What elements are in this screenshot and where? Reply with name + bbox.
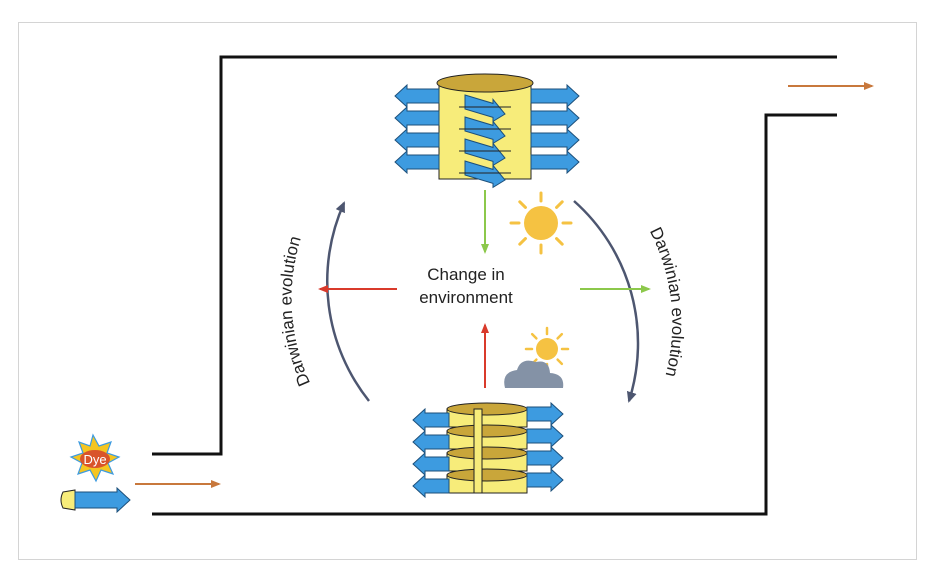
top-left-strand xyxy=(394,83,440,109)
top-front-strand xyxy=(464,138,506,167)
top-front-strand xyxy=(464,160,506,189)
small-sun-disc xyxy=(536,338,558,360)
top-right-strand xyxy=(530,127,580,153)
bottom-ring-rim xyxy=(446,468,528,482)
bottom-ring-rim xyxy=(446,446,528,460)
bottom-left-strand xyxy=(412,473,450,499)
bottom-assembly xyxy=(412,401,564,499)
small-sun-ray xyxy=(556,358,564,366)
sun-ray xyxy=(555,200,564,209)
diagram-canvas: Dye Darwinian evolution Darwinian evolut… xyxy=(60,55,874,516)
bottom-right-strand xyxy=(526,423,564,449)
right-cycle-label: Darwinian evolution xyxy=(646,224,687,379)
sun-disc xyxy=(524,206,558,240)
top-front-strand xyxy=(464,94,506,123)
sun-ray xyxy=(518,237,527,246)
partly-cloudy-icon xyxy=(504,326,570,388)
bottom-left-strand xyxy=(412,407,450,433)
figure-frame: Dye Darwinian evolution Darwinian evolut… xyxy=(18,22,917,560)
bottom-ring-rim xyxy=(446,424,528,438)
bottom-right-strand xyxy=(526,445,564,471)
bottom-ring-rim xyxy=(446,402,528,416)
monomer-strand xyxy=(74,486,131,514)
top-left-strand xyxy=(394,149,440,175)
monomer-cap xyxy=(60,489,76,511)
left-cycle-arrow xyxy=(325,201,371,403)
bottom-right-strand xyxy=(526,467,564,493)
bottom-core-slot xyxy=(473,408,483,494)
channel-wall-lower xyxy=(152,113,837,516)
bottom-right-strand xyxy=(526,401,564,427)
bottom-left-strand xyxy=(412,429,450,455)
top-front-strand xyxy=(464,116,506,145)
sun-ray xyxy=(555,237,564,246)
top-right-strand xyxy=(530,105,580,131)
small-sun-ray xyxy=(530,332,538,340)
top-left-strand xyxy=(394,127,440,153)
top-core-rim xyxy=(436,73,534,93)
dye-input: Dye xyxy=(60,433,131,514)
sun-icon xyxy=(509,191,573,255)
dye-core xyxy=(80,450,110,468)
cloud-shape xyxy=(504,360,564,388)
right-cycle-arrow xyxy=(572,199,640,403)
small-sun-ray xyxy=(556,332,564,340)
top-right-strand xyxy=(530,83,580,109)
top-right-strand xyxy=(530,149,580,175)
dye-label: Dye xyxy=(83,452,106,467)
top-assembly xyxy=(394,73,580,189)
flow-channel xyxy=(152,55,837,516)
bottom-left-strand xyxy=(412,451,450,477)
channel-wall-upper xyxy=(152,55,837,456)
center-label-line1: Change in xyxy=(427,265,505,284)
sun-ray xyxy=(518,200,527,209)
center-label-line2: environment xyxy=(419,288,513,307)
top-left-strand xyxy=(394,105,440,131)
left-cycle-label: Darwinian evolution xyxy=(277,234,314,389)
